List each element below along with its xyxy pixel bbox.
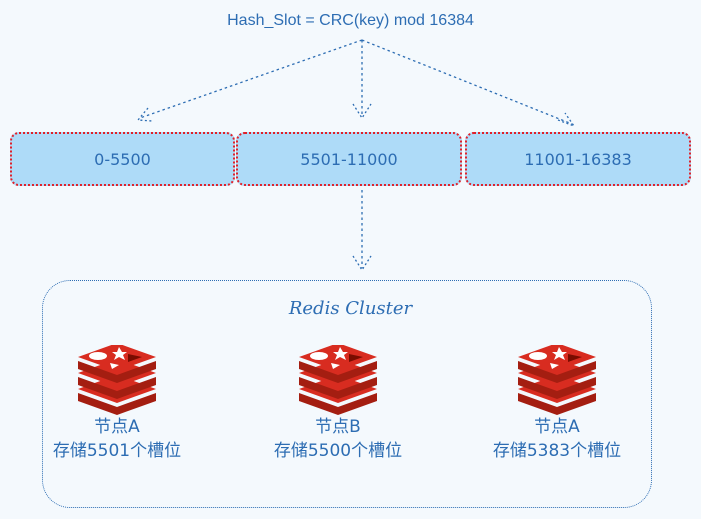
redis-icon <box>78 345 156 415</box>
node-slot-count: 存储5383个槽位 <box>492 441 622 461</box>
slot-range-label: 5501-11000 <box>300 149 398 169</box>
slot-range-3: 11001-16383 <box>465 132 691 186</box>
arrow-to-slot-1 <box>139 39 363 119</box>
slot-range-label: 11001-16383 <box>524 149 632 169</box>
slot-range-2: 5501-11000 <box>236 132 462 186</box>
slot-range-label: 0-5500 <box>94 149 151 169</box>
cluster-node-1: 节点A 存储5501个槽位 <box>17 345 217 463</box>
node-name: 节点A <box>534 417 580 437</box>
cluster-node-2: 节点B 存储5500个槽位 <box>238 345 438 463</box>
redis-cluster-box <box>42 280 652 508</box>
slot-range-1: 0-5500 <box>10 132 235 186</box>
node-slot-count: 存储5500个槽位 <box>273 441 403 461</box>
node-name: 节点A <box>94 417 140 437</box>
node-slot-count: 存储5501个槽位 <box>52 441 182 461</box>
node-name: 节点B <box>315 417 361 437</box>
arrow-to-slot-3 <box>361 39 573 125</box>
cluster-node-3: 节点A 存储5383个槽位 <box>457 345 657 463</box>
cluster-title: Redis Cluster <box>288 298 413 319</box>
redis-icon <box>299 345 377 415</box>
hash-slot-formula: Hash_Slot = CRC(key) mod 16384 <box>227 12 474 29</box>
redis-icon <box>518 345 596 415</box>
